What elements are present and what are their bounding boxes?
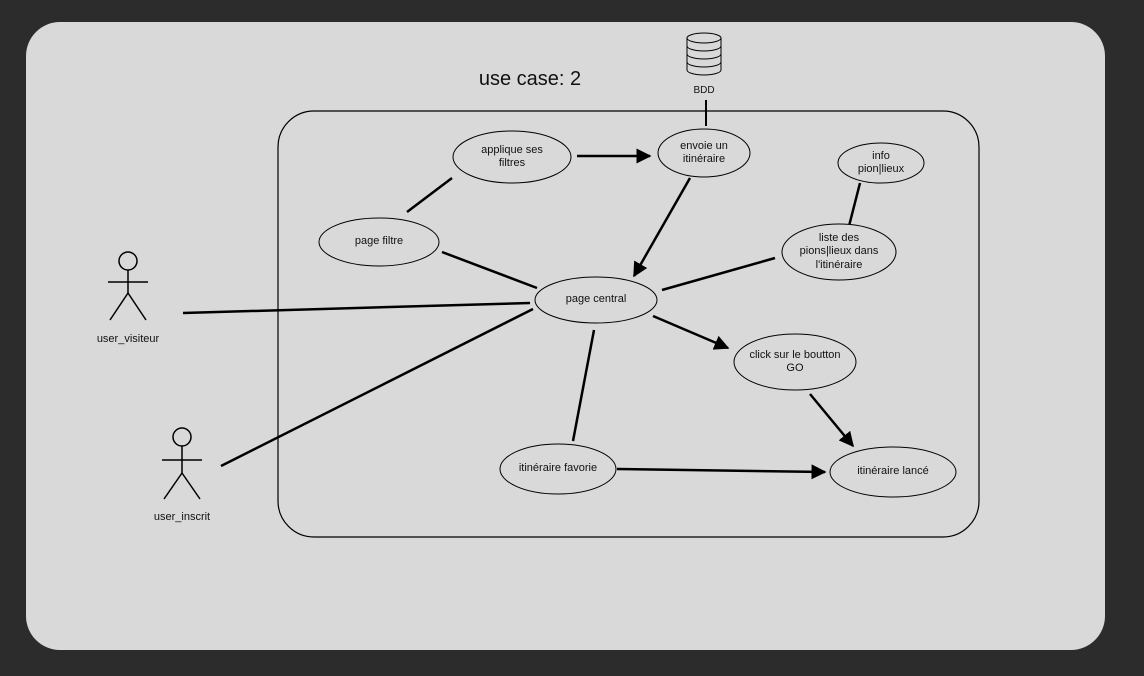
arrow-click-lance bbox=[809, 393, 854, 448]
assoc-visitor-central bbox=[182, 301, 531, 315]
arrow-envoie-central bbox=[632, 177, 692, 278]
usecase-envoie-ellipse bbox=[657, 128, 751, 178]
assoc-info-liste bbox=[847, 182, 862, 227]
usecase-click: click sur le boutton GO bbox=[749, 348, 841, 374]
actor-member-label: user_inscrit bbox=[153, 511, 211, 524]
usecase-filtre-ellipse bbox=[318, 217, 440, 267]
usecase-applique-ellipse bbox=[452, 130, 572, 184]
usecase-lance-ellipse bbox=[829, 446, 957, 498]
usecase-central-ellipse bbox=[534, 276, 658, 324]
assoc-member-central bbox=[220, 307, 534, 468]
arrow-favorie-lance bbox=[616, 464, 827, 480]
actor-visitor-icon bbox=[108, 251, 148, 321]
arrow-central-click bbox=[652, 314, 730, 350]
database-label: BDD bbox=[693, 85, 715, 96]
usecase-favorie: itinéraire favorie bbox=[518, 462, 598, 475]
usecase-favorie-ellipse bbox=[499, 443, 617, 495]
actor-member-icon bbox=[162, 427, 202, 500]
assoc-filtre-applique bbox=[406, 177, 453, 213]
usecase-applique: applique ses filtres bbox=[481, 143, 543, 169]
assoc-central-favorie bbox=[571, 329, 596, 442]
usecase-liste: liste des pions|lieux dans l'itinéraire bbox=[799, 232, 879, 271]
system-boundary bbox=[277, 110, 980, 538]
usecase-info: info pion|lieux bbox=[857, 149, 905, 175]
usecase-envoie: envoie un itinéraire bbox=[680, 139, 728, 165]
usecase-liste-ellipse bbox=[781, 223, 897, 281]
usecase-info-ellipse bbox=[837, 142, 925, 184]
diagram-title: use case: 2 bbox=[478, 68, 582, 90]
actor-visitor-label: user_visiteur bbox=[96, 333, 160, 346]
assoc-liste-central bbox=[661, 256, 776, 292]
assoc-filtre-central bbox=[441, 250, 538, 290]
usecase-central: page central bbox=[565, 293, 627, 306]
diagram-canvas bbox=[26, 22, 1105, 650]
database-icon bbox=[686, 32, 722, 76]
usecase-lance: itinéraire lancé bbox=[857, 465, 929, 478]
usecase-filtre: page filtre bbox=[354, 235, 404, 248]
usecase-click-ellipse bbox=[733, 333, 857, 391]
